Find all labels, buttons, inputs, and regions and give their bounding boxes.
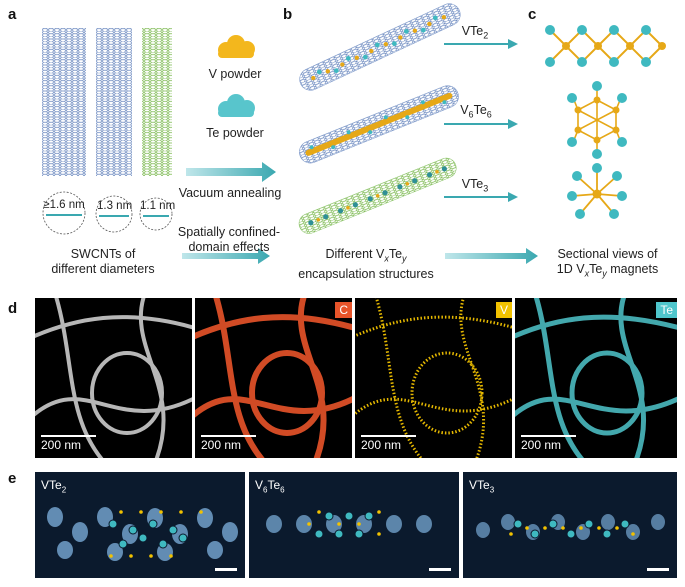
stem-label-vte3: VTe3 [469, 478, 495, 495]
confined-arrow [182, 248, 270, 264]
te-powder-icon [218, 94, 255, 117]
tellurium-map: Te 200 nm [515, 298, 677, 458]
v-powder-label: V powder [208, 67, 262, 81]
stem-image-vte3: VTe3 [463, 472, 677, 578]
stem-image-v6te6: V6Te6 [249, 472, 459, 578]
vanadium-tag: V [495, 302, 512, 318]
panel-label-e: e [8, 470, 17, 487]
vte3-sectional-view [567, 163, 627, 219]
vte2-sectional-view [545, 25, 666, 67]
te-powder-label: Te powder [206, 126, 264, 140]
carbon-tag: C [335, 302, 352, 318]
panel-label-c: c [528, 6, 537, 23]
haadf-image: 200 nm [35, 298, 192, 458]
scale-bar-1 [41, 435, 96, 437]
structure-arrow [445, 248, 538, 264]
schematic-illustration [42, 3, 666, 264]
confined-domain-caption: Spatially confined-domain effects [177, 225, 281, 254]
stem-scale-bar-1 [215, 568, 237, 571]
diameter-circle-1 [42, 191, 86, 235]
diameter-label-3: 1.1 nm [140, 200, 176, 212]
scale-bar-3 [361, 435, 416, 437]
vanadium-map: V 200 nm [355, 298, 512, 458]
scale-label-4: 200 nm [521, 438, 562, 452]
panel-label-a: a [8, 6, 17, 23]
scale-label-3: 200 nm [361, 438, 402, 452]
diameter-label-2: 1.3 nm [97, 200, 133, 212]
annealing-arrow [186, 162, 276, 182]
v6te6-chain [305, 92, 453, 156]
v6te6-arrow-label: V6Te6 [460, 103, 492, 120]
scale-bar-2 [201, 435, 256, 437]
diameter-label-1: ≥1.6 nm [43, 199, 85, 211]
v6te6-sectional-view [567, 81, 627, 159]
nanotube-small [142, 28, 172, 176]
vte3-arrow-label: VTe3 [461, 177, 489, 194]
stem-label-v6te6: V6Te6 [255, 478, 285, 495]
vte2-arrow-label: VTe2 [461, 24, 489, 41]
carbon-map: C 200 nm [195, 298, 352, 458]
stem-label-vte2: VTe2 [41, 478, 67, 495]
stem-image-vte2: VTe2 [35, 472, 245, 578]
stem-scale-bar-2 [429, 568, 451, 571]
vte2-chain [311, 14, 447, 81]
v-powder-icon [218, 35, 255, 58]
scale-bar-4 [521, 435, 576, 437]
vte3-chain [308, 166, 447, 226]
diameter-circle-3 [139, 197, 173, 231]
nanotube-large [42, 28, 86, 176]
scale-label-1: 200 nm [41, 438, 82, 452]
diameter-circle-2 [95, 195, 133, 233]
vacuum-annealing-label: Vacuum annealing [178, 186, 282, 200]
panel-label-d: d [8, 300, 18, 317]
stem-scale-bar-3 [647, 568, 669, 571]
tellurium-tag: Te [656, 302, 677, 318]
scale-label-2: 200 nm [201, 438, 242, 452]
nanotube-medium [96, 28, 132, 176]
panel-label-b: b [283, 6, 293, 23]
